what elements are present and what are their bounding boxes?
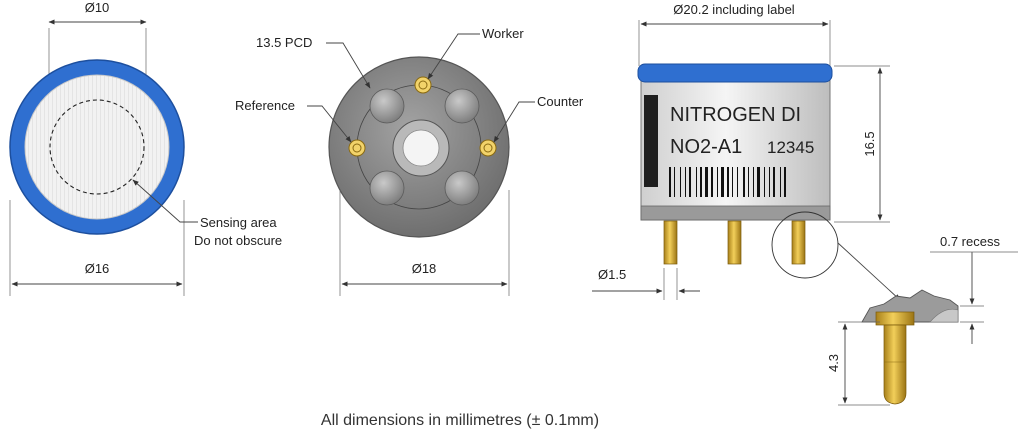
blue-cap [637,63,833,83]
barcode-bar [717,167,718,197]
base-bump [444,88,480,124]
barcode-bar [669,167,671,197]
barcode-bar [769,167,770,197]
label-outer-diameter: Ø16 [85,261,110,276]
barcode-bar [689,167,691,197]
worker-leader [427,33,480,80]
label-pin-diameter: Ø1.5 [598,267,626,282]
label-counter: Counter [537,94,584,109]
logo-strip [644,95,658,187]
reference-leader [307,105,352,143]
pcd-leader [326,42,371,89]
barcode-bar [674,167,675,197]
barcode-bar [773,167,775,197]
detail-circle [771,211,839,279]
front-view: Ø10 Ø16 Sensing area Do not obscure [9,0,282,296]
label-worker: Worker [482,26,524,41]
barcode-bar [700,167,702,197]
counter-pin [479,139,497,157]
barcode-bar [727,167,729,197]
label-sensing-line1: Sensing area [200,215,277,230]
label-sensing-line2: Do not obscure [194,233,282,248]
centre-vent [402,129,440,167]
detail-pin-shaft [883,324,907,405]
base-bump [369,88,405,124]
sensing-area-circle [49,99,145,195]
barcode-bar [757,167,760,197]
label-pin-length: 4.3 [826,354,841,372]
label-body-width: Ø20.2 including label [673,2,795,17]
product-code: NO2-A1 [670,136,742,158]
detail-pin-head [875,311,915,326]
base-bump [444,170,480,206]
product-label: NITROGEN DI NO2-A1 12345 [644,95,814,197]
barcode-bar [711,167,713,197]
barcode-bar [764,167,765,197]
label-inner-diameter: Ø10 [85,0,110,15]
barcode [669,167,786,197]
barcode-bar [737,167,738,197]
pin-detail [861,289,959,405]
worker-pin [414,76,432,94]
barcode-bar [732,167,733,197]
barcode-bar [721,167,724,197]
label-recess: 0.7 recess [940,234,1000,249]
detail-leader [837,242,901,301]
base-band [640,205,831,221]
label-base-diameter: Ø18 [412,261,437,276]
pin-right [791,220,806,265]
bottom-view: 13.5 PCD Worker Reference Counter Ø18 [235,26,584,296]
barcode-bar [680,167,681,197]
serial-number: 12345 [767,138,814,157]
label-body-height: 16.5 [862,131,877,156]
sensing-area-leader [132,179,198,223]
pin-middle [727,220,742,265]
barcode-bar [784,167,786,197]
label-reference: Reference [235,98,295,113]
reference-pin [348,139,366,157]
sensor-can [640,73,831,221]
base-bump [369,170,405,206]
barcode-bar [743,167,745,197]
filter-membrane [24,74,170,220]
barcode-bar [748,167,749,197]
counter-leader [493,101,535,143]
barcode-bar [685,167,686,197]
barcode-bar [780,167,781,197]
label-pcd: 13.5 PCD [256,35,312,50]
barcode-bar [753,167,754,197]
side-view: Ø20.2 including label NITROGEN DI NO2-A1… [592,2,1018,406]
product-name: NITROGEN DI [670,104,801,126]
footer-note: All dimensions in millimetres (± 0.1mm) [321,412,599,429]
pin-left [663,220,678,265]
barcode-bar [705,167,708,197]
barcode-bar [696,167,697,197]
